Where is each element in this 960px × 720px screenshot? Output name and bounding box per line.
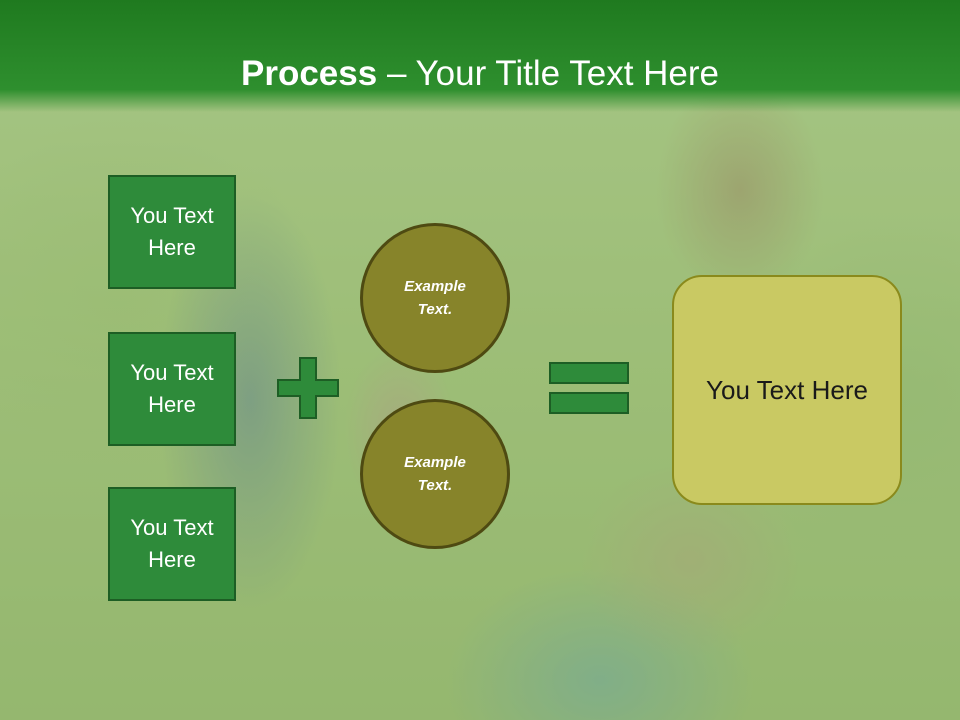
circle-label: Example Text. (404, 278, 466, 318)
equals-icon (549, 362, 629, 414)
text-box-label: You Text Here (130, 515, 214, 572)
text-box-3: You Text Here (108, 487, 236, 601)
plus-icon (277, 357, 339, 419)
text-box-1: You Text Here (108, 175, 236, 289)
text-box-2: You Text Here (108, 332, 236, 446)
slide-title: Process – Your Title Text Here (0, 50, 960, 98)
example-circle-2: Example Text. (360, 399, 510, 549)
example-circle-1: Example Text. (360, 223, 510, 373)
title-bold: Process (241, 54, 378, 93)
result-label: You Text Here (706, 374, 868, 405)
title-bar (0, 0, 960, 112)
text-box-label: You Text Here (130, 360, 214, 417)
circle-label: Example Text. (404, 454, 466, 494)
title-rest: – Your Title Text Here (377, 54, 719, 93)
result-box: You Text Here (672, 275, 902, 505)
text-box-label: You Text Here (130, 203, 214, 260)
